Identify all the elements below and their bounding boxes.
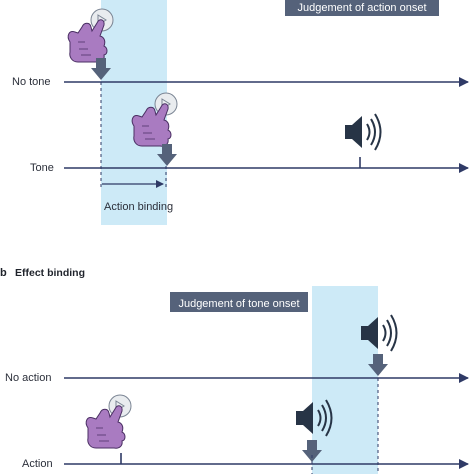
row-label-action: Action <box>22 458 53 470</box>
action-onset-judgement-box <box>285 0 439 16</box>
panel-letter: b <box>0 267 7 279</box>
panel-title: Effect binding <box>15 267 85 279</box>
tone-onset-judgement-box <box>170 292 308 312</box>
row-label-no-tone: No tone <box>12 76 51 88</box>
row-label-tone: Tone <box>30 162 54 174</box>
action-binding-label: Action binding <box>104 201 173 213</box>
action-onset-judgement-label: Judgement of action onset <box>297 2 426 14</box>
hand-press-icon <box>85 394 132 449</box>
tone-onset-judgement-label: Judgement of tone onset <box>178 298 299 310</box>
speaker-icon <box>344 113 382 151</box>
tone-judgement-highlight <box>312 286 378 474</box>
row-label-no-action: No action <box>5 372 51 384</box>
panel-a: Judgement of action onset No tone Tone A… <box>12 0 469 225</box>
panel-b: b Effect binding Judgement of tone onset… <box>0 267 469 474</box>
